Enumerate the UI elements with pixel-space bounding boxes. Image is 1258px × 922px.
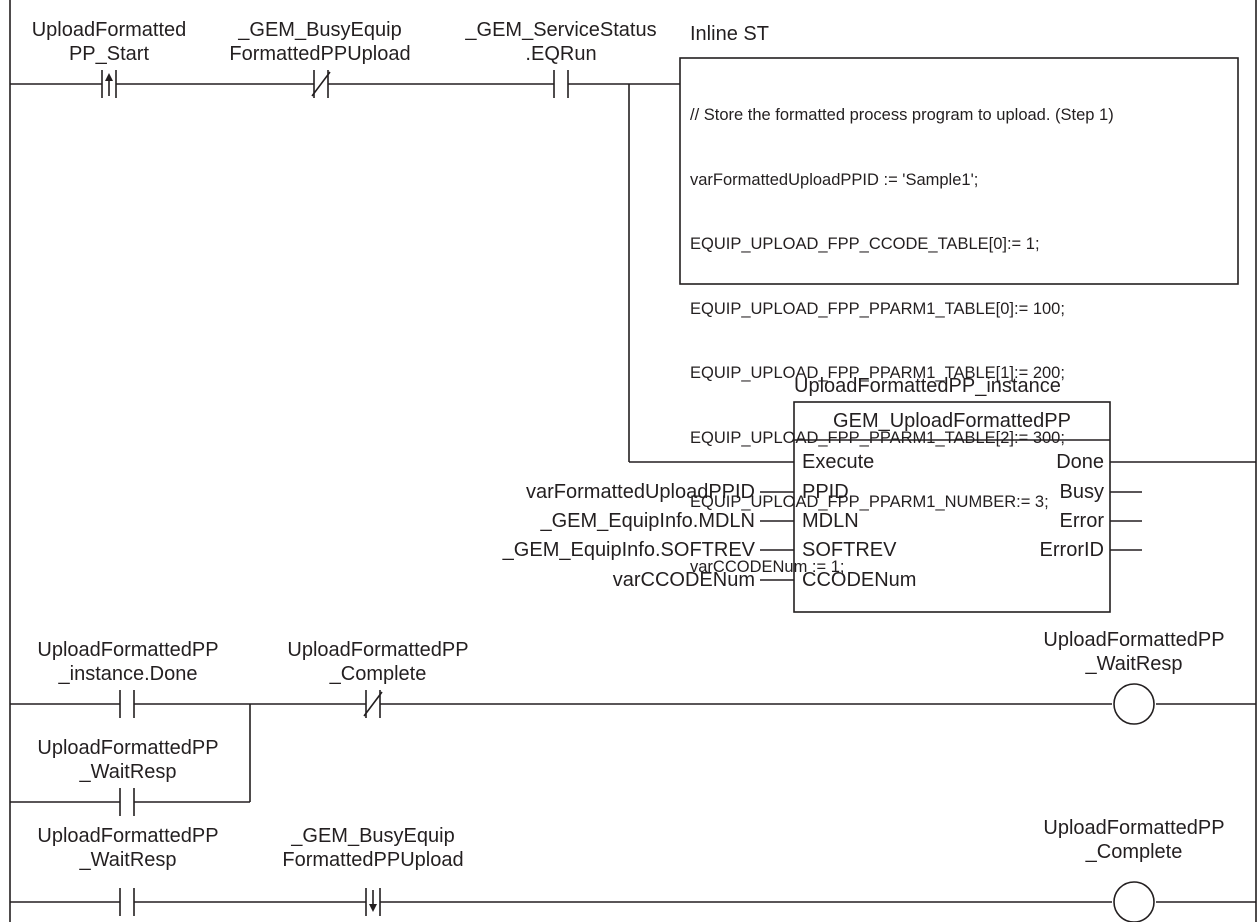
contact-label: _GEM_BusyEquip FormattedPPUpload: [258, 824, 488, 872]
inline-st-code: // Store the formatted process program t…: [690, 62, 1114, 600]
coil-icon: [1113, 881, 1155, 922]
contact-label-line: UploadFormattedPP: [287, 639, 469, 661]
contact-label: UploadFormattedPP _instance.Done: [12, 638, 244, 686]
fb-input-wires: [760, 491, 794, 581]
fb-input-variable: varFormattedUploadPPID: [526, 481, 755, 503]
fb-output-error: Error: [1059, 510, 1104, 532]
contact-label-line: _GEM_BusyEquip: [238, 19, 402, 41]
coil-label-line: UploadFormattedPP: [1043, 629, 1225, 651]
fb-input-variable: _GEM_EquipInfo.SOFTREV: [502, 539, 755, 561]
coil-label-line: UploadFormattedPP: [1043, 817, 1225, 839]
coil-label-line: _Complete: [1085, 841, 1183, 863]
coil-label: UploadFormattedPP _WaitResp: [1016, 628, 1252, 676]
contact-label: _GEM_ServiceStatus .EQRun: [448, 18, 674, 66]
contact-label-line: _WaitResp: [79, 849, 177, 871]
normally-closed-contact-icon: [311, 70, 331, 98]
contact-label-line: UploadFormatted: [31, 19, 187, 41]
fb-output-errorid: ErrorID: [1039, 539, 1104, 561]
contact-label: UploadFormattedPP _WaitResp: [12, 736, 244, 784]
fb-output-stubs: [1110, 491, 1142, 551]
fb-output-done: Done: [1056, 451, 1104, 473]
code-line: varFormattedUploadPPID := 'Sample1';: [690, 170, 979, 189]
function-block-box: [793, 401, 1111, 613]
fb-input-ccodenum: CCODENum: [802, 569, 917, 591]
code-line: EQUIP_UPLOAD_FPP_PPARM1_TABLE[1]:= 200;: [690, 364, 1065, 382]
rung-1-wiring: [10, 83, 1256, 463]
contact-label-line: _Complete: [329, 663, 427, 685]
normally-open-contact-icon: [553, 70, 569, 98]
fb-type-name: GEM_UploadFormattedPP: [833, 410, 1071, 432]
contact-label-line: UploadFormattedPP: [37, 737, 219, 759]
fb-input-variable: varCCODENum: [612, 569, 755, 591]
contact-label: UploadFormattedPP _Complete: [262, 638, 494, 686]
contact-label-line: .EQRun: [525, 43, 597, 65]
contact-label-line: _GEM_BusyEquip: [291, 825, 455, 847]
fb-input-ppid: PPID: [802, 481, 849, 503]
coil-icon: [1113, 683, 1155, 725]
contact-label-line: PP_Start: [68, 43, 150, 65]
contact-label-line: _GEM_ServiceStatus: [465, 19, 657, 41]
coil-label-line: _WaitResp: [1085, 653, 1183, 675]
normally-open-contact-icon: [119, 888, 135, 916]
fb-input-softrev: SOFTREV: [802, 539, 897, 561]
rung-2-wiring: [10, 703, 1256, 803]
code-line: EQUIP_UPLOAD_FPP_PPARM1_TABLE[2]:= 300;: [690, 428, 1065, 447]
coil-label: UploadFormattedPP _Complete: [1016, 816, 1252, 864]
contact-label-line: UploadFormattedPP: [37, 639, 219, 661]
fb-input-execute: Execute: [802, 451, 875, 473]
normally-open-contact-icon: [119, 690, 135, 718]
contact-label-line: _instance.Done: [58, 663, 198, 685]
falling-edge-contact-icon: [365, 888, 381, 916]
normally-open-contact-icon: [119, 788, 135, 816]
code-line: EQUIP_UPLOAD_FPP_PPARM1_NUMBER:= 3;: [690, 493, 1049, 511]
contact-label-line: FormattedPPUpload: [229, 43, 411, 65]
contact-label-line: _WaitResp: [79, 761, 177, 783]
fb-output-busy: Busy: [1059, 481, 1104, 503]
contact-label: _GEM_BusyEquip FormattedPPUpload: [205, 18, 435, 66]
fb-instance-name: UploadFormattedPP_instance: [794, 375, 1061, 397]
code-line: EQUIP_UPLOAD_FPP_CCODE_TABLE[0]:= 1;: [690, 235, 1040, 253]
fb-input-mdln: MDLN: [802, 510, 859, 532]
code-line: EQUIP_UPLOAD_FPP_PPARM1_TABLE[0]:= 100;: [690, 299, 1065, 318]
contact-label-line: FormattedPPUpload: [282, 849, 464, 871]
code-line: varCCODENum := 1;: [690, 557, 845, 576]
inline-st-title: Inline ST: [690, 23, 769, 45]
contact-label: UploadFormattedPP _WaitResp: [12, 824, 244, 872]
inline-st-box: [679, 57, 1239, 285]
normally-closed-contact-icon: [363, 690, 383, 718]
code-line: // Store the formatted process program t…: [690, 106, 1114, 124]
contact-label-line: UploadFormattedPP: [37, 825, 219, 847]
contact-label: UploadFormatted PP_Start: [8, 18, 210, 66]
rising-edge-contact-icon: [101, 70, 117, 98]
fb-input-variable: _GEM_EquipInfo.MDLN: [540, 510, 755, 532]
